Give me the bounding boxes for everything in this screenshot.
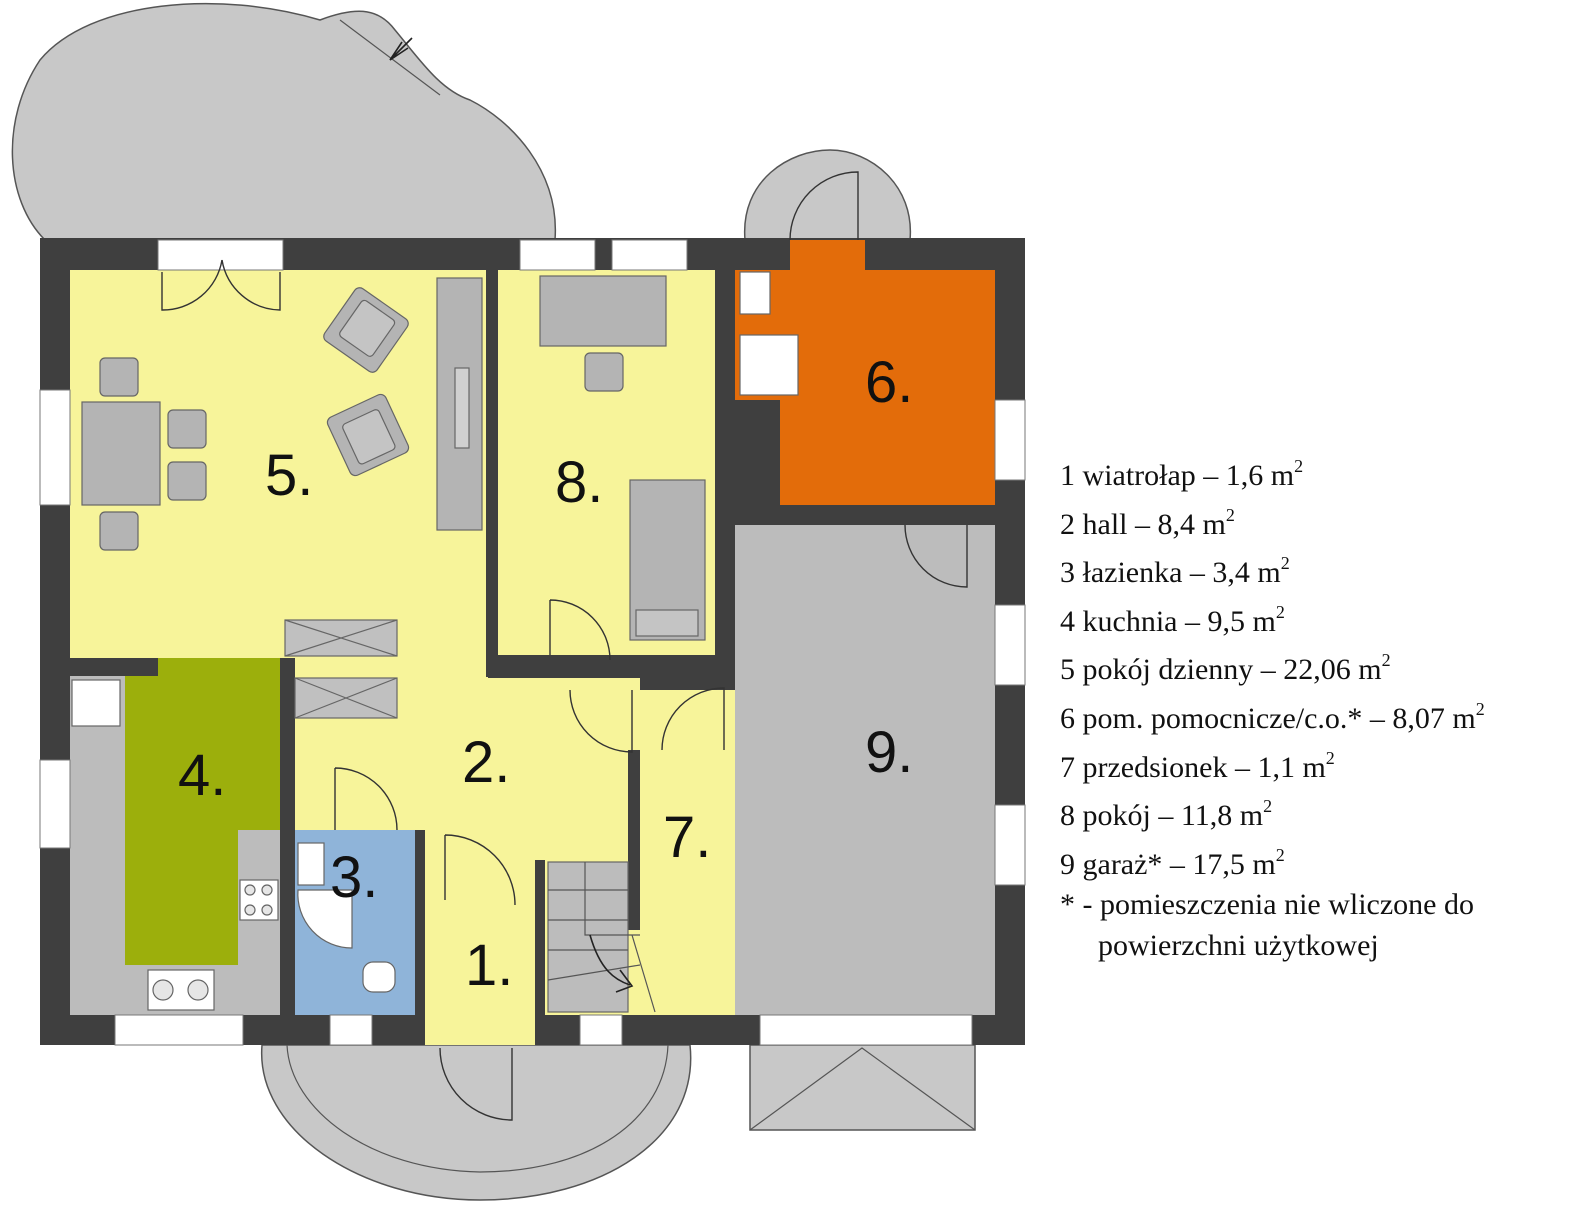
window-left-4 <box>39 759 71 849</box>
room-label-9: 9. <box>865 720 913 785</box>
staircase <box>547 862 656 1013</box>
wall-v-3-1 <box>415 830 425 1015</box>
room-label-3: 3. <box>330 845 378 910</box>
door-opening-1 <box>437 1015 517 1045</box>
legend-item: 7 przedsionek – 1,1 m2 <box>1060 740 1485 789</box>
wall-v-1-stairs <box>535 860 545 1045</box>
room-7-vestibule <box>640 690 735 1015</box>
legend-text: 3 łazienka – 3,4 m <box>1060 556 1281 590</box>
garage-canopy-lines <box>749 1047 976 1131</box>
room-label-2: 2. <box>462 730 510 795</box>
terrace-top-right <box>744 149 912 241</box>
furniture <box>71 271 799 1013</box>
wall-v-8-6 <box>715 268 735 678</box>
entry-arrow-icon <box>389 37 413 61</box>
legend-text: 8 pokój – 11,8 m <box>1060 799 1264 833</box>
legend-text: 4 kuchnia – 9,5 m <box>1060 604 1276 638</box>
legend-sup: 2 <box>1280 553 1290 574</box>
legend-text: 9 garaż* – 17,5 m <box>1060 847 1276 881</box>
door-swings <box>161 171 968 1121</box>
legend-item: 9 garaż* – 17,5 m2 <box>1060 837 1485 886</box>
wall-v-stairs-7 <box>628 750 640 930</box>
room-label-6: 6. <box>865 350 913 415</box>
legend-item: 6 pom. pomocnicze/c.o.* – 8,07 m2 <box>1060 691 1485 740</box>
window-bottom-3 <box>329 1014 373 1046</box>
wall-v-kitchen <box>280 658 295 1015</box>
legend-text: 2 hall – 8,4 m <box>1060 507 1226 541</box>
legend-sup: 2 <box>1475 698 1485 719</box>
legend-item: 5 pokój dzienny – 22,06 m2 <box>1060 642 1485 691</box>
wall-h-8 <box>486 655 536 677</box>
legend-sup: 2 <box>1294 456 1304 476</box>
terrace-bottom <box>261 1044 692 1201</box>
legend-item: 8 pokój – 11,8 m2 <box>1060 788 1485 837</box>
room-label-5: 5. <box>265 443 313 508</box>
window-right-9b <box>994 804 1026 886</box>
room-4-kitchen <box>125 658 280 965</box>
window-left-5 <box>39 389 71 506</box>
window-right-6 <box>994 399 1026 481</box>
terrace-top-left <box>11 2 557 241</box>
legend-note-continued: powierzchni użytkowej <box>1098 928 1379 962</box>
room-label-7: 7. <box>663 805 711 870</box>
terrace-bottom-inner <box>286 1044 669 1173</box>
legend-item: 4 kuchnia – 9,5 m2 <box>1060 594 1485 643</box>
floor-plan: 5. 8. 6. 9. 4. 2. 3. 7. 1. <box>11 2 1026 1201</box>
legend-sup: 2 <box>1275 844 1285 865</box>
room-label-1: 1. <box>465 933 513 998</box>
room-label-8: 8. <box>555 450 603 515</box>
window-top-8a <box>519 239 596 271</box>
window-right-9a <box>994 604 1026 686</box>
garage-gate <box>759 1014 973 1046</box>
legend-text: 6 pom. pomocnicze/c.o.* – 8,07 m <box>1060 701 1476 735</box>
legend-text: 7 przedsionek – 1,1 m <box>1060 750 1326 784</box>
window-top-8b <box>611 239 688 271</box>
door-opening-6 <box>790 240 865 270</box>
legend-sup: 2 <box>1325 747 1335 768</box>
legend-sup: 2 <box>1275 601 1285 622</box>
legend-item: 2 hall – 8,4 m2 <box>1060 497 1485 546</box>
garage-canopy <box>749 1044 976 1131</box>
room-label-4: 4. <box>178 743 226 808</box>
legend-note: * - pomieszczenia nie wliczone do <box>1060 888 1474 922</box>
legend-item: 1 wiatrołap – 1,6 m2 <box>1060 448 1485 497</box>
wall-h-6-9 <box>735 505 995 525</box>
legend-text: 5 pokój dzienny – 22,06 m <box>1060 653 1382 687</box>
window-bottom-stairs <box>579 1014 623 1046</box>
area-legend: 1 wiatrołap – 1,6 m2 2 hall – 8,4 m2 3 ł… <box>1060 448 1485 967</box>
window-bottom-4 <box>114 1014 244 1046</box>
legend-text: 1 wiatrołap – 1,6 m <box>1060 459 1295 492</box>
wall-v-5-8 <box>486 268 498 676</box>
legend-sup: 2 <box>1381 650 1391 671</box>
terrace-step-mark <box>339 19 441 96</box>
room-9-garage <box>735 525 995 1015</box>
wall-h-7 <box>640 678 715 690</box>
room-6-utility <box>735 270 995 505</box>
legend-sup: 2 <box>1225 504 1235 525</box>
legend-item: 3 łazienka – 3,4 m2 <box>1060 545 1485 594</box>
legend-sup: 2 <box>1263 796 1273 817</box>
wall-h-4-5 <box>70 658 158 676</box>
